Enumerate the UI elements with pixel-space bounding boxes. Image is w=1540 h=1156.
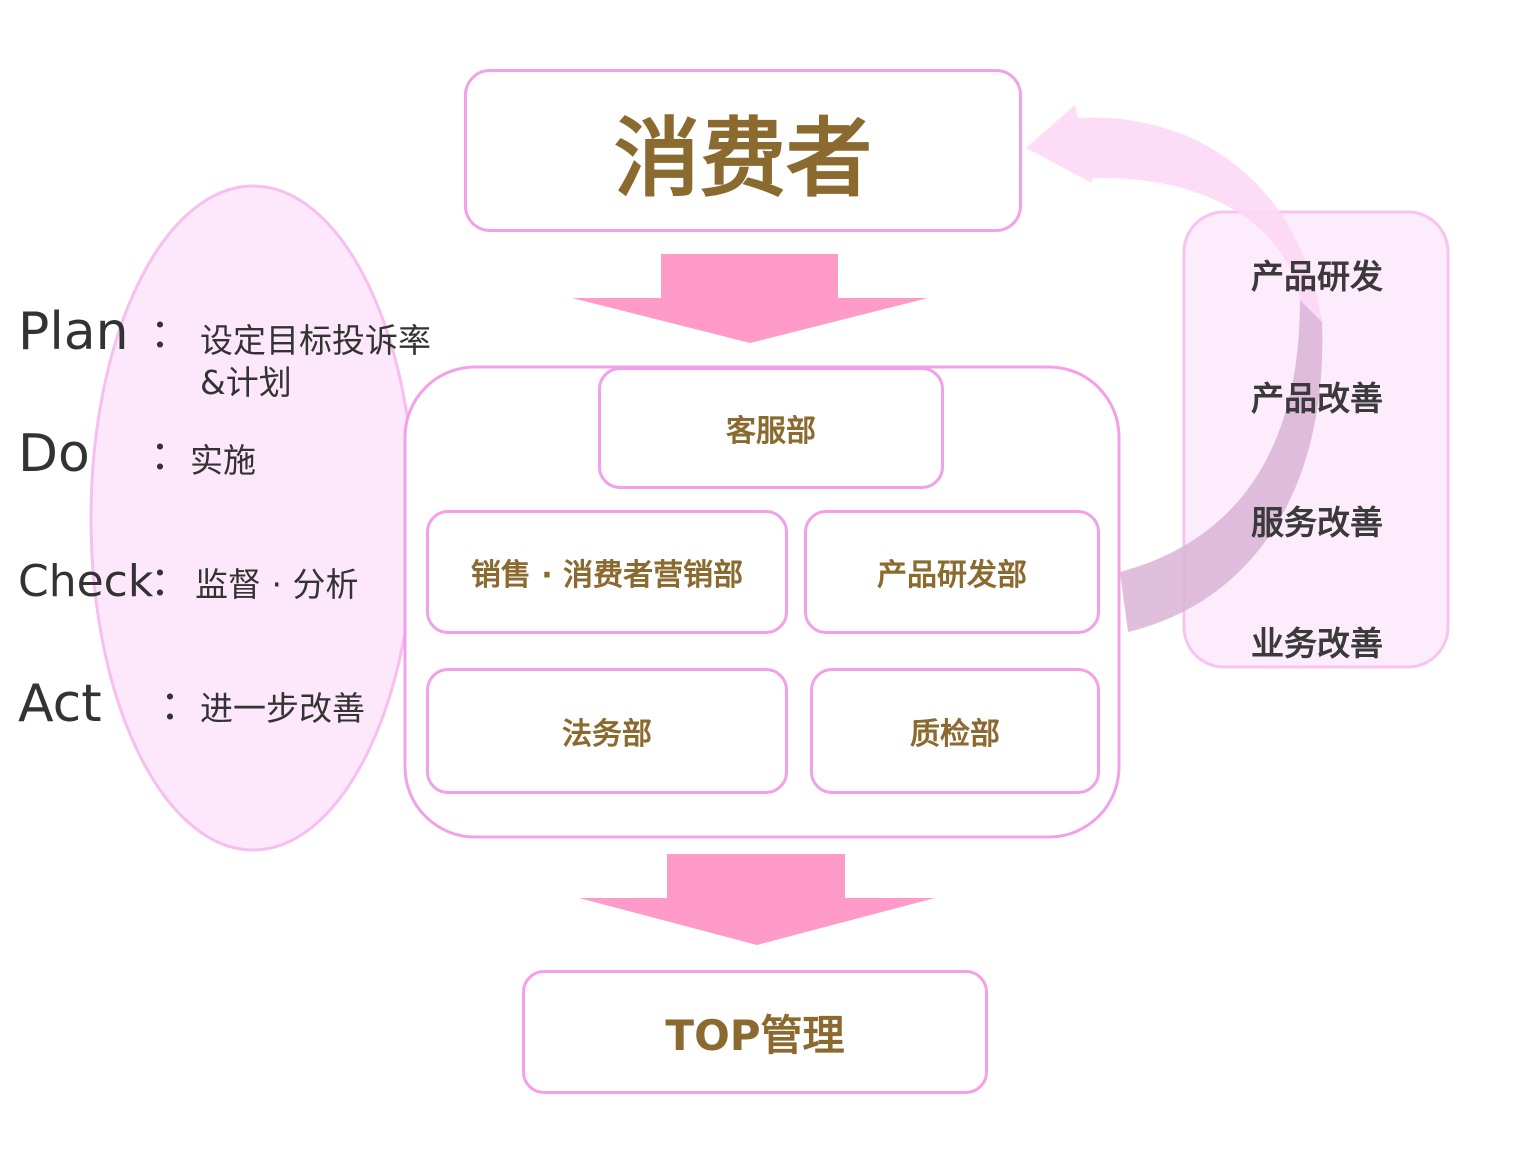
improvement-item-service-improve: 服务改善 bbox=[1251, 503, 1383, 542]
pdca-key-act: Act bbox=[18, 674, 102, 734]
dept-quality-inspection: 质检部 bbox=[810, 668, 1100, 794]
pdca-colon-check: ： bbox=[150, 559, 190, 605]
dept-product-rd-label: 产品研发部 bbox=[877, 558, 1027, 593]
pdca-key-do: Do bbox=[18, 424, 90, 484]
consumer-label: 消费者 bbox=[614, 109, 872, 209]
pdca-key-check: Check bbox=[18, 556, 154, 607]
dept-customer-service: 客服部 bbox=[598, 367, 944, 489]
dept-sales-marketing: 销售 · 消费者营销部 bbox=[426, 510, 788, 634]
top-management-label: TOP管理 bbox=[665, 1010, 845, 1060]
pdca-colon-act: ： bbox=[160, 683, 200, 729]
pdca-desc-plan-line1: 设定目标投诉率 bbox=[200, 321, 431, 360]
pdca-colon-plan: ： bbox=[150, 311, 190, 357]
pdca-desc-check: 监督 · 分析 bbox=[195, 565, 359, 604]
improvement-item-product-rd: 产品研发 bbox=[1251, 257, 1383, 296]
pdca-ellipse bbox=[89, 184, 417, 852]
dept-product-rd: 产品研发部 bbox=[804, 510, 1100, 634]
pdca-key-plan: Plan bbox=[18, 302, 129, 362]
top-management-box: TOP管理 bbox=[522, 970, 988, 1094]
dept-quality-inspection-label: 质检部 bbox=[910, 717, 1000, 752]
dept-sales-marketing-label: 销售 · 消费者营销部 bbox=[470, 558, 744, 593]
consumer-box: 消费者 bbox=[464, 69, 1022, 232]
dept-customer-service-label: 客服部 bbox=[726, 414, 816, 449]
improvement-item-business-improve: 业务改善 bbox=[1251, 624, 1383, 663]
pdca-desc-do: 实施 bbox=[190, 441, 256, 480]
down-arrow-departments-to-top bbox=[579, 854, 935, 945]
feedback-arrow-lower bbox=[1120, 300, 1323, 632]
dept-legal-label: 法务部 bbox=[562, 717, 652, 752]
pdca-desc-act: 进一步改善 bbox=[200, 689, 365, 728]
pdca-desc-plan-line2: &计划 bbox=[200, 363, 292, 402]
dept-legal: 法务部 bbox=[426, 668, 788, 794]
down-arrow-consumer-to-departments bbox=[572, 254, 928, 343]
improvement-item-product-improve: 产品改善 bbox=[1251, 379, 1383, 418]
feedback-arrow-upper bbox=[1026, 105, 1322, 322]
pdca-colon-do: ： bbox=[150, 433, 190, 479]
